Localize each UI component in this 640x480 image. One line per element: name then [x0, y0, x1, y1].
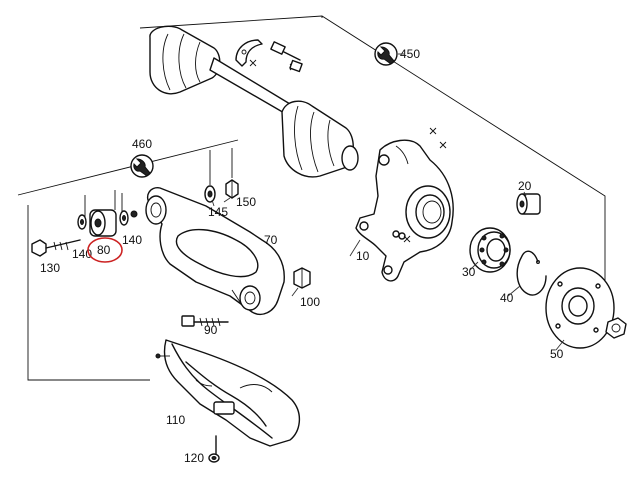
callout-70: 70 — [264, 233, 278, 247]
bushing — [516, 193, 541, 215]
wrench-icon — [130, 154, 154, 178]
callout-460: 460 — [132, 137, 152, 151]
callout-145: 145 — [208, 205, 228, 219]
washer — [119, 210, 138, 226]
wheel-hub — [545, 267, 615, 349]
callout-100: 100 — [300, 295, 320, 309]
leader-lines — [211, 191, 565, 351]
nut — [225, 179, 239, 199]
callout-120: 120 — [184, 451, 204, 465]
hub-nut — [605, 317, 627, 339]
bolt — [181, 315, 229, 327]
washer — [204, 185, 216, 203]
callout-140-right: 140 — [122, 233, 142, 247]
knuckle-bolts — [392, 127, 447, 243]
shaft-screw — [270, 41, 303, 73]
highlight-ring — [87, 237, 123, 263]
callout-20: 20 — [518, 179, 532, 193]
callout-10: 10 — [356, 249, 370, 263]
callout-450: 450 — [400, 47, 420, 61]
callout-110: 110 — [166, 413, 185, 427]
callout-30: 30 — [462, 265, 476, 279]
callout-90: 90 — [204, 323, 218, 337]
callout-150: 150 — [236, 195, 256, 209]
underbody-cover — [155, 339, 300, 447]
reference-frame-lines — [17, 15, 606, 381]
callout-50: 50 — [550, 347, 564, 361]
washer — [77, 214, 87, 230]
wheel-bearing — [469, 227, 511, 273]
wrench-icon — [374, 42, 398, 66]
rubber-bushing — [89, 209, 117, 237]
wheel-carrier — [355, 139, 454, 282]
screw — [208, 435, 220, 463]
shaft-clamp — [235, 39, 263, 67]
circlip — [516, 250, 547, 296]
trailing-arm — [145, 187, 285, 316]
nut — [293, 267, 311, 289]
callout-80: 80 — [97, 243, 111, 257]
callout-130: 130 — [40, 261, 60, 275]
drive-shaft — [149, 25, 359, 178]
bolt — [31, 239, 81, 257]
